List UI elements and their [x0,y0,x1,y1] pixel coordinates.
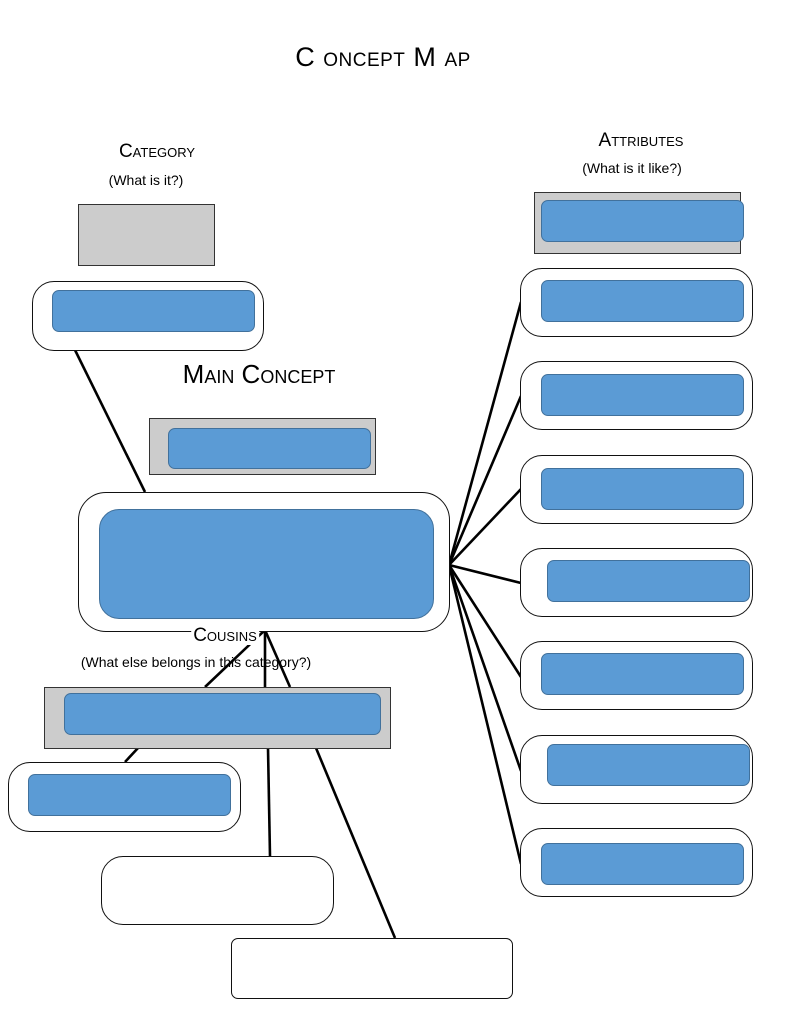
attribute-input-6[interactable] [547,744,750,786]
line-cousin-3 [314,747,397,939]
cousins-label-box[interactable] [44,687,391,749]
attributes-label-box[interactable] [534,192,744,254]
category-heading: Category [118,141,196,162]
attribute-box-7[interactable] [520,828,753,897]
attribute-box-5[interactable] [520,641,753,710]
line-cousin-1 [124,747,139,763]
main-concept-label-box[interactable] [149,418,376,475]
line-attribute-7 [447,564,523,865]
cousin-box-3[interactable] [231,938,513,999]
line-attribute-1 [447,301,523,566]
category-subtitle: (What is it?) [108,172,184,188]
line-cousin-2 [266,747,272,857]
main-concept-box[interactable] [78,492,450,632]
attribute-input-5[interactable] [541,653,744,695]
attribute-input-1[interactable] [541,280,744,322]
line-attribute-3 [448,488,522,566]
page-title: C ONCEPT M AP [295,42,471,72]
line-attribute-5 [447,564,523,678]
category-input[interactable] [52,290,255,332]
attribute-box-1[interactable] [520,268,753,337]
line-category-main [73,349,147,493]
cousin-box-2[interactable] [101,856,334,925]
attribute-box-4[interactable] [520,548,753,617]
cousin-box-1[interactable] [8,762,241,832]
attribute-box-6[interactable] [520,735,753,804]
line-attribute-4 [448,563,522,585]
attributes-heading: Attributes [598,130,684,151]
line-attribute-2 [447,395,523,566]
cousins-heading: Cousins [191,625,259,646]
main-concept-label-input[interactable] [168,428,371,469]
attribute-input-2[interactable] [541,374,744,416]
cousins-label-input[interactable] [64,693,381,735]
attribute-input-3[interactable] [541,468,744,510]
attribute-box-3[interactable] [520,455,753,524]
line-attribute-6 [447,564,523,772]
attributes-subtitle: (What is it like?) [582,160,682,176]
category-box[interactable] [32,281,264,351]
main-concept-input[interactable] [99,509,434,619]
attribute-input-7[interactable] [541,843,744,885]
main-concept-heading: Main Concept [182,359,336,389]
attribute-input-4[interactable] [547,560,750,602]
cousins-subtitle: (What else belongs in this category?) [80,654,312,670]
line-cousin-c [263,629,292,688]
attributes-label-input[interactable] [541,200,744,242]
attribute-box-2[interactable] [520,361,753,430]
category-label-box[interactable] [78,204,215,266]
cousin-input-1[interactable] [28,774,231,816]
